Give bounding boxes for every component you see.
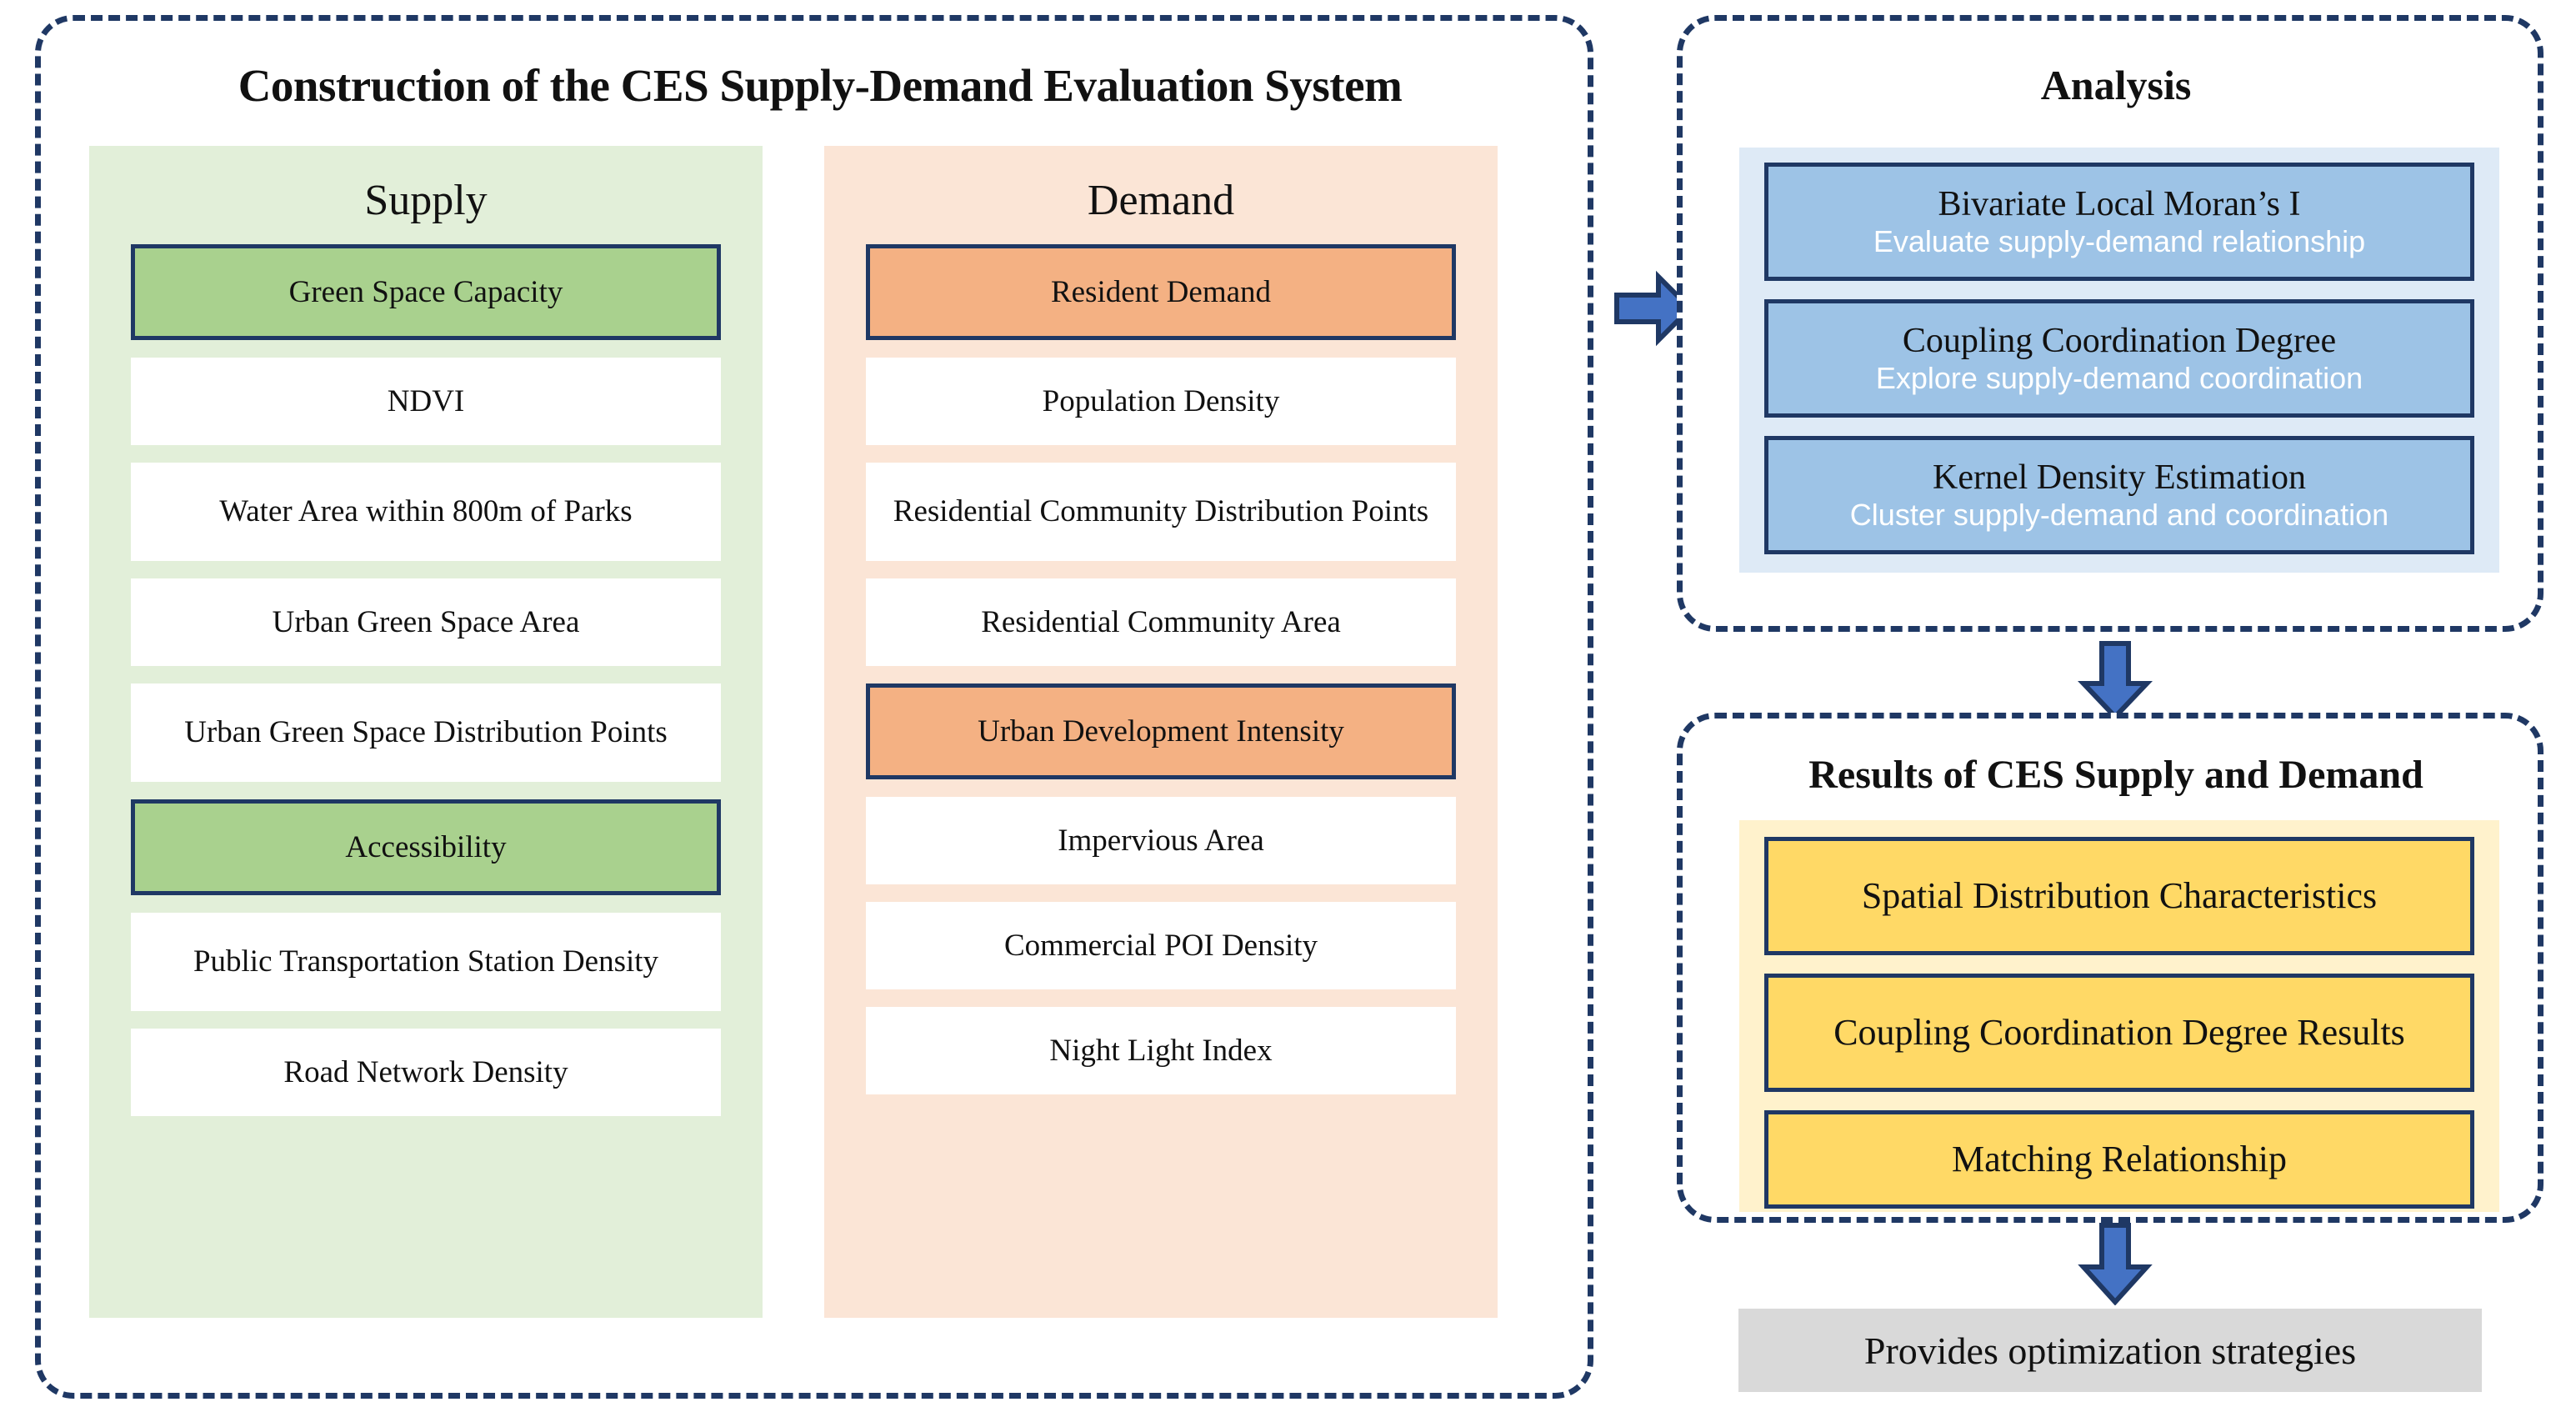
indicator-label: Road Network Density [283,1054,568,1089]
indicator-label: Public Transportation Station Density [193,944,659,979]
result-label: Matching Relationship [1951,1138,2288,1179]
arrow-down-analysis-to-results-icon [2077,640,2153,721]
result-label: Spatial Distribution Characteristics [1861,874,2378,916]
indicator-box: Night Light Index [866,1007,1456,1094]
indicator-label: Resident Demand [1050,274,1272,309]
indicator-box: Urban Green Space Area [131,578,721,666]
optimization-strategies-box: Provides optimization strategies [1738,1309,2482,1392]
indicator-label: Residential Community Area [981,604,1341,639]
result-box: Coupling Coordination Degree Results [1764,974,2474,1092]
indicator-box: Water Area within 800m of Parks [131,463,721,561]
indicator-label: Water Area within 800m of Parks [219,494,633,529]
result-label: Coupling Coordination Degree Results [1833,1011,2405,1053]
indicator-box: Residential Community Area [866,578,1456,666]
optimization-strategies-label: Provides optimization strategies [1863,1329,2357,1372]
indicator-label: Urban Green Space Distribution Points [184,715,668,750]
analysis-method-title: Kernel Density Estimation [1933,458,2306,498]
arrow-down-results-to-footer-icon [2077,1222,2153,1306]
indicator-group-box: Urban Development Intensity [866,683,1456,779]
indicator-box: Population Density [866,358,1456,445]
indicator-box: NDVI [131,358,721,445]
indicator-box: Residential Community Distribution Point… [866,463,1456,561]
page-title: Construction of the CES Supply-Demand Ev… [238,60,1403,111]
indicator-box: Impervious Area [866,797,1456,884]
indicator-group-box: Resident Demand [866,244,1456,340]
analysis-method-subtitle: Explore supply-demand coordination [1875,361,2363,396]
indicator-box: Commercial POI Density [866,902,1456,989]
analysis-method-subtitle: Cluster supply-demand and coordination [1849,498,2389,533]
indicator-label: Night Light Index [1049,1033,1273,1068]
indicator-label: Impervious Area [1058,823,1264,858]
results-panel: Results of CES Supply and Demand Spatial… [1677,713,2543,1223]
demand-column-title: Demand [1087,177,1235,224]
indicator-label: Accessibility [345,829,507,864]
indicator-label: NDVI [387,383,465,418]
indicator-label: Residential Community Distribution Point… [893,494,1429,529]
indicator-box: Public Transportation Station Density [131,913,721,1011]
indicator-label: Commercial POI Density [1003,928,1318,963]
analysis-method-title: Coupling Coordination Degree [1902,322,2337,361]
indicator-box: Road Network Density [131,1029,721,1116]
analysis-title: Analysis [2040,62,2192,108]
indicator-group-box: Accessibility [131,799,721,895]
construction-panel: Construction of the CES Supply-Demand Ev… [35,15,1593,1399]
result-box: Matching Relationship [1764,1110,2474,1209]
indicator-group-box: Green Space Capacity [131,244,721,340]
supply-column-title: Supply [364,177,488,224]
indicator-label: Green Space Capacity [288,274,563,309]
indicator-label: Urban Development Intensity [978,714,1344,749]
results-title: Results of CES Supply and Demand [1808,753,2423,797]
indicator-label: Urban Green Space Area [272,604,580,639]
analysis-method-subtitle: Evaluate supply-demand relationship [1873,224,2366,259]
analysis-method-title: Bivariate Local Moran’s I [1938,185,2301,224]
arrow-right-icon [1613,270,1694,347]
result-box: Spatial Distribution Characteristics [1764,837,2474,955]
indicator-label: Population Density [1042,383,1280,418]
indicator-box: Urban Green Space Distribution Points [131,683,721,782]
